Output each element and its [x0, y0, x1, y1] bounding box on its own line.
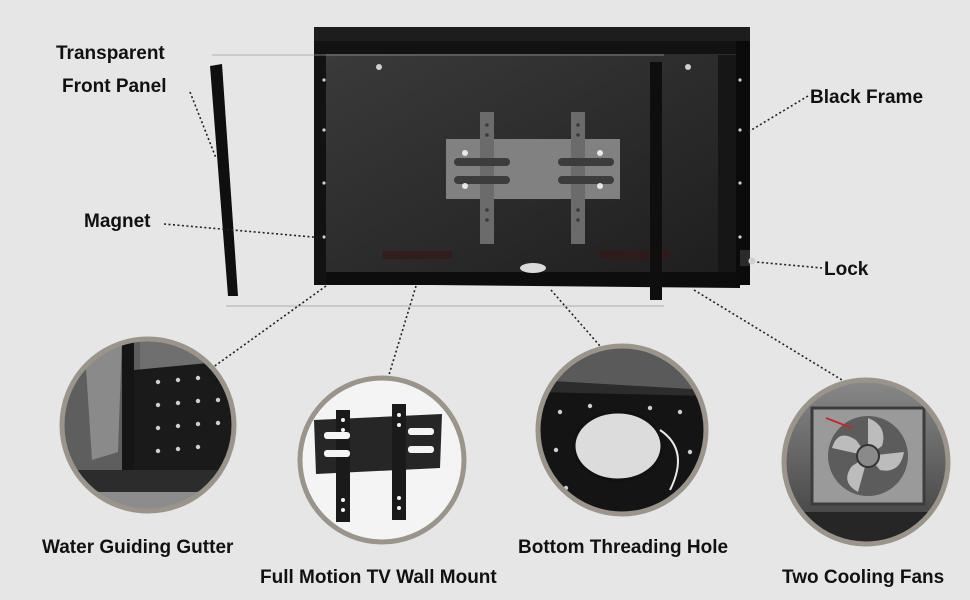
lock-icon	[740, 250, 756, 266]
label-magnet: Magnet	[84, 211, 151, 232]
label-wall-mount: Full Motion TV Wall Mount	[260, 567, 497, 588]
detail-threading-hole	[535, 343, 709, 517]
detail-water-gutter	[59, 336, 237, 514]
label-threading-hole: Bottom Threading Hole	[518, 537, 729, 558]
label-black-frame: Black Frame	[810, 87, 924, 108]
inner-wall-mount	[446, 112, 620, 244]
label-lock: Lock	[824, 259, 869, 280]
label-cooling-fans: Two Cooling Fans	[782, 567, 945, 588]
tv-enclosure	[210, 27, 756, 307]
label-front-panel: Front Panel	[62, 76, 167, 97]
label-water-guiding-gutter: Water Guiding Gutter	[42, 537, 234, 558]
callout-lines	[163, 91, 843, 381]
detail-cooling-fans	[781, 377, 951, 547]
detail-wall-mount	[297, 375, 467, 545]
label-transparent: Transparent	[56, 43, 165, 64]
